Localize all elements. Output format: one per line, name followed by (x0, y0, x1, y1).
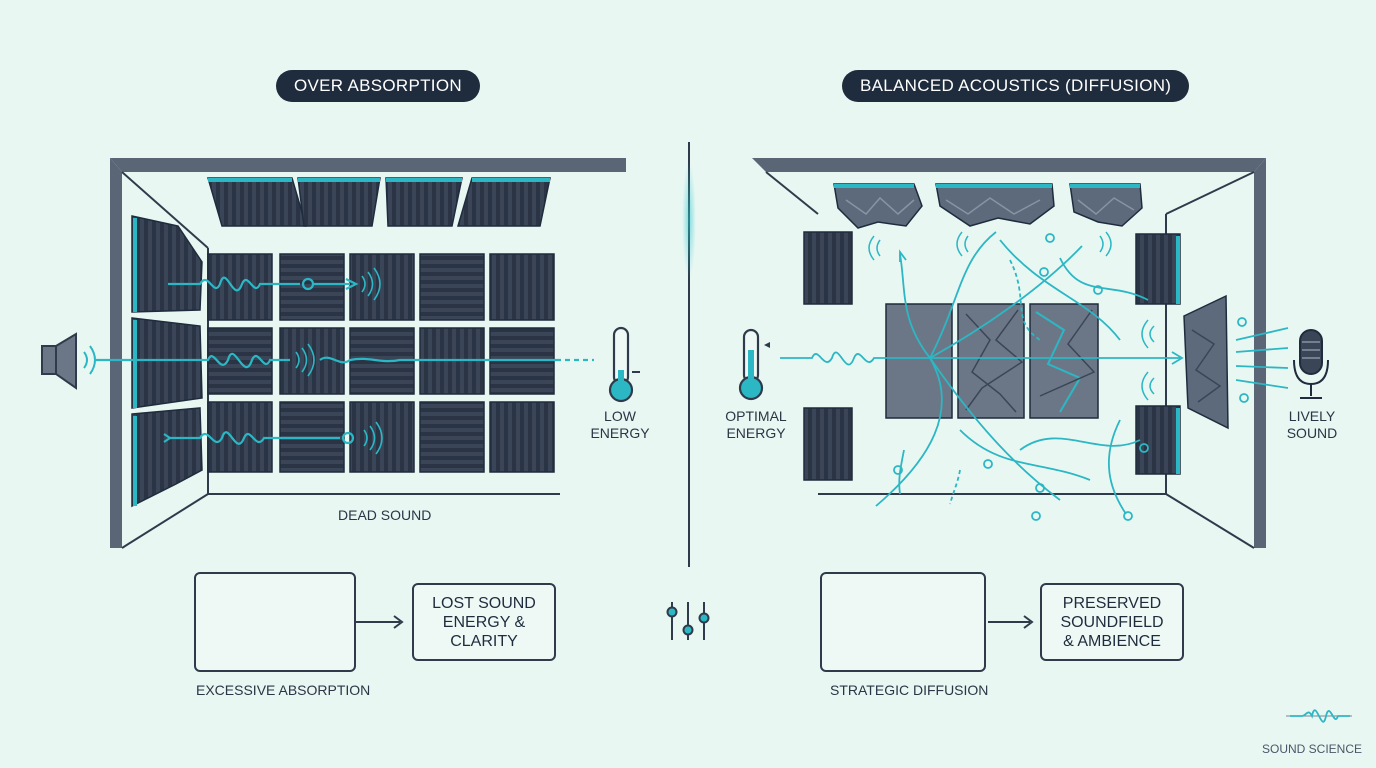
preserved-soundfield-box: PRESERVED SOUNDFIELD & AMBIENCE (1040, 583, 1184, 661)
lost-energy-line-2: ENERGY & (442, 613, 526, 631)
lost-energy-line-3: CLARITY (450, 632, 518, 650)
low-energy-line-2: ENERGY (590, 425, 650, 441)
right-room (738, 158, 1329, 549)
absorbed-sound-waves (96, 267, 594, 455)
strategic-diffusion-caption: STRATEGIC DIFFUSION (830, 682, 989, 698)
microphone-icon (1293, 329, 1329, 399)
preserved-line-3: & AMBIENCE (1063, 632, 1161, 650)
back-wall-foam-grid (207, 253, 555, 473)
optimal-energy-label: OPTIMAL ENERGY (722, 408, 790, 442)
right-section-title: BALANCED ACOUSTICS (DIFFUSION) (842, 70, 1190, 102)
lost-energy-line-1: LOST SOUND (432, 594, 536, 612)
optimal-energy-line-1: OPTIMAL (725, 408, 787, 424)
ceiling-foam-panels (207, 177, 551, 227)
excessive-absorption-caption: EXCESSIVE ABSORPTION (196, 682, 371, 698)
thermometer-optimal-icon (738, 328, 770, 401)
thermometer-low-icon (608, 326, 640, 403)
left-section-title: OVER ABSORPTION (276, 70, 480, 102)
low-energy-line-1: LOW (604, 408, 636, 424)
absorption-sample-box (194, 572, 356, 672)
preserved-line-2: SOUNDFIELD (1060, 613, 1164, 631)
waveform-logo-icon (1286, 709, 1352, 723)
side-wall-foam-panels (131, 215, 203, 508)
diffused-sound-paths (780, 231, 1289, 521)
center-divider (688, 142, 690, 567)
speaker-icon (41, 332, 96, 390)
back-wall-diffusers (885, 294, 1229, 430)
room-state-label: DEAD SOUND (338, 507, 432, 523)
low-energy-label: LOW ENERGY (590, 408, 650, 442)
brand-name: SOUND SCIENCE (1262, 742, 1363, 756)
lively-sound-line-2: SOUND (1286, 425, 1338, 441)
lively-sound-line-1: LIVELY (1288, 408, 1336, 424)
sliders-icon (666, 602, 710, 640)
left-room (41, 158, 640, 549)
lively-sound-label: LIVELY SOUND (1284, 408, 1340, 442)
optimal-energy-line-2: ENERGY (726, 425, 786, 441)
divider-glow (682, 160, 696, 280)
side-absorber-panels (803, 231, 1181, 481)
preserved-line-1: PRESERVED (1062, 594, 1162, 612)
ceiling-diffuser-panels (833, 183, 1143, 229)
diffusion-sample-box (820, 572, 986, 672)
lost-energy-box: LOST SOUND ENERGY & CLARITY (412, 583, 556, 661)
